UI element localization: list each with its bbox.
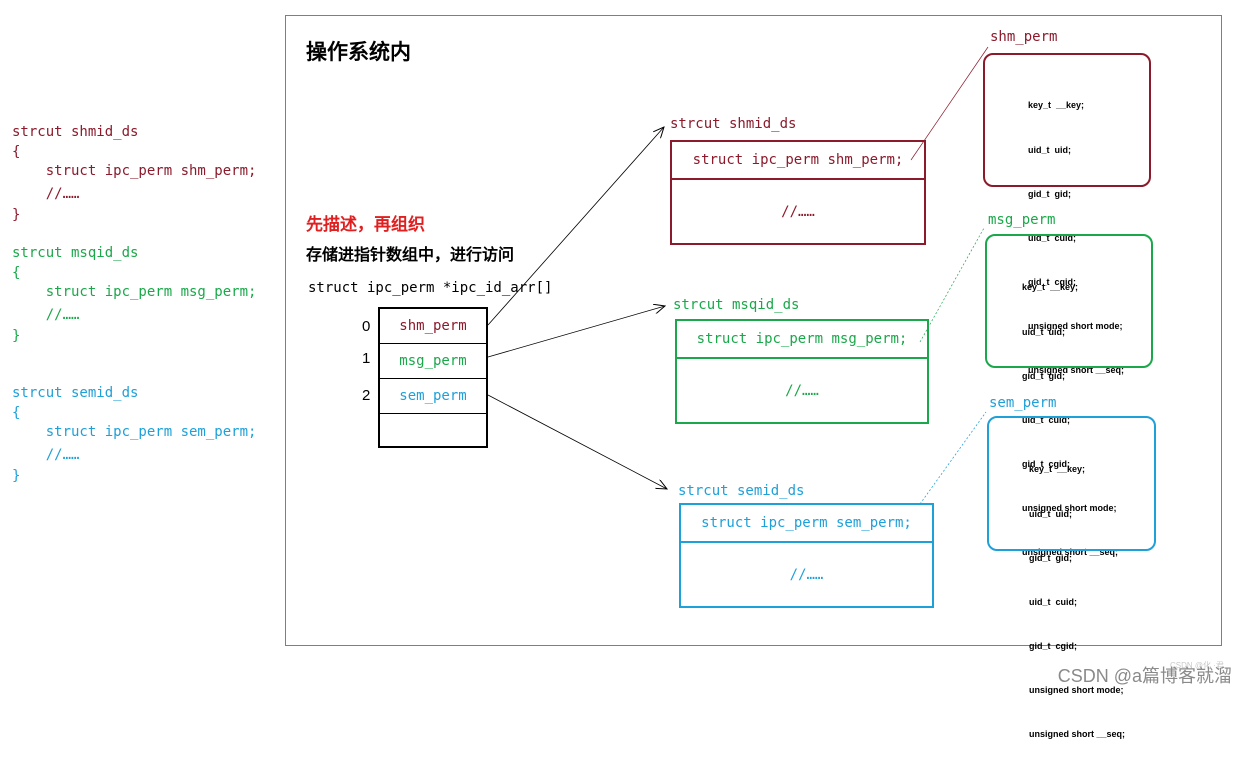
perm-field: uid_t uid; [1022,326,1065,337]
semid-ds-rest: //…… [789,566,824,583]
msg-perm-label: msg_perm [988,212,1056,228]
code-line: strcut msqid_ds [12,245,139,261]
shm-perm-label: shm_perm [990,29,1058,45]
watermark: CSDN @a篇博客就溜 [1057,666,1232,686]
link-sem-perm [919,411,987,505]
semid-ds-title: strcut semid_ds [678,483,805,499]
code-line: strcut shmid_ds [12,124,139,140]
array-cell-sem: sem_perm [380,379,486,414]
perm-field: unsigned short __seq; [1028,365,1125,376]
semid-ds-field: struct ipc_perm sem_perm; [681,505,932,543]
code-line: { [12,265,21,281]
arrow-sem [487,394,667,489]
shmid-ds-rest: //…… [781,203,815,220]
link-msg-perm [919,227,985,343]
perm-field: gid_t gid; [1028,188,1071,199]
array-cell-shm: shm_perm [380,309,486,344]
pointer-array: shm_perm msg_perm sem_perm [378,307,488,448]
perm-field: unsigned short mode; [1022,502,1117,513]
perm-field: gid_t gid; [1022,370,1065,381]
code-line: //…… [12,307,80,323]
arrow-msg [487,306,665,358]
code-line: } [12,468,21,484]
semid-ds-box: struct ipc_perm sem_perm; //…… [679,503,934,608]
perm-field: key_t __key; [1028,100,1085,111]
perm-field: key_t __key; [1029,464,1086,475]
perm-field: unsigned short __seq; [1029,729,1126,740]
array-index: 0 [362,318,371,335]
msqid-ds-field: struct ipc_perm msg_perm; [677,321,927,359]
code-line: strcut semid_ds [12,385,139,401]
sem-perm-label: sem_perm [989,395,1057,411]
perm-field: uid_t uid; [1029,508,1072,519]
code-line: } [12,207,21,223]
msqid-ds-title: strcut msqid_ds [673,297,800,313]
msqid-ds-rest: //…… [785,382,819,399]
perm-field: unsigned short mode; [1028,320,1123,331]
watermark-small: CSDN @化 ·君 [1170,661,1224,670]
array-declaration: struct ipc_perm *ipc_id_arr[] [308,280,553,296]
perm-field: gid_t gid; [1029,552,1072,563]
shm-perm-box: key_t __key; uid_t uid; gid_t gid; uid_t… [983,53,1151,375]
perm-field: gid_t cgid; [1028,276,1076,287]
describe-organize-heading: 先描述，再组织 [306,215,425,234]
perm-field: gid_t cgid; [1022,458,1070,469]
perm-field: unsigned short mode; [1029,684,1124,695]
link-shm-perm [910,46,989,161]
code-line: //…… [12,447,80,463]
perm-field: key_t __key; [1022,282,1079,293]
perm-field: uid_t uid; [1028,144,1071,155]
perm-field: unsigned short __seq; [1022,547,1119,558]
code-line: { [12,144,21,160]
code-line: //…… [12,186,80,202]
code-line: struct ipc_perm shm_perm; [12,163,257,179]
code-line: struct ipc_perm sem_perm; [12,424,257,440]
arrow-shm [487,127,664,326]
perm-field: uid_t cuid; [1022,414,1070,425]
connector-lines [487,46,989,505]
perm-fields: key_t __key; uid_t uid; gid_t gid; uid_t… [1028,69,1124,407]
code-line: } [12,328,21,344]
array-index: 1 [362,350,371,367]
perm-fields: key_t __key; uid_t uid; gid_t gid; uid_t… [1022,251,1118,589]
os-title: 操作系统内 [306,41,411,64]
array-index: 2 [362,387,371,404]
pointer-array-heading: 存储进指针数组中，进行访问 [306,247,515,264]
os-frame [285,15,1222,646]
msqid-ds-box: struct ipc_perm msg_perm; //…… [675,319,929,424]
array-cell-msg: msg_perm [380,344,486,379]
shmid-ds-box: struct ipc_perm shm_perm; //…… [670,140,926,245]
perm-field: uid_t cuid; [1028,232,1076,243]
msg-perm-box: key_t __key; uid_t uid; gid_t gid; uid_t… [985,234,1153,557]
perm-field: uid_t cuid; [1029,596,1077,607]
code-line: { [12,405,21,421]
code-line: struct ipc_perm msg_perm; [12,284,257,300]
perm-field: gid_t cgid; [1029,640,1077,651]
shmid-ds-field: struct ipc_perm shm_perm; [672,142,924,180]
shmid-ds-title: strcut shmid_ds [670,116,797,132]
